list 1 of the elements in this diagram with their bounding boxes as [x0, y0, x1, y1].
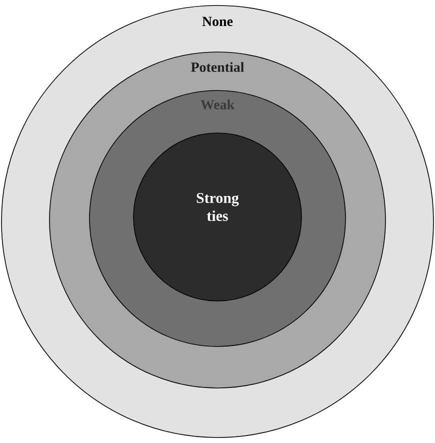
ring: Strong ties — [133, 132, 302, 302]
